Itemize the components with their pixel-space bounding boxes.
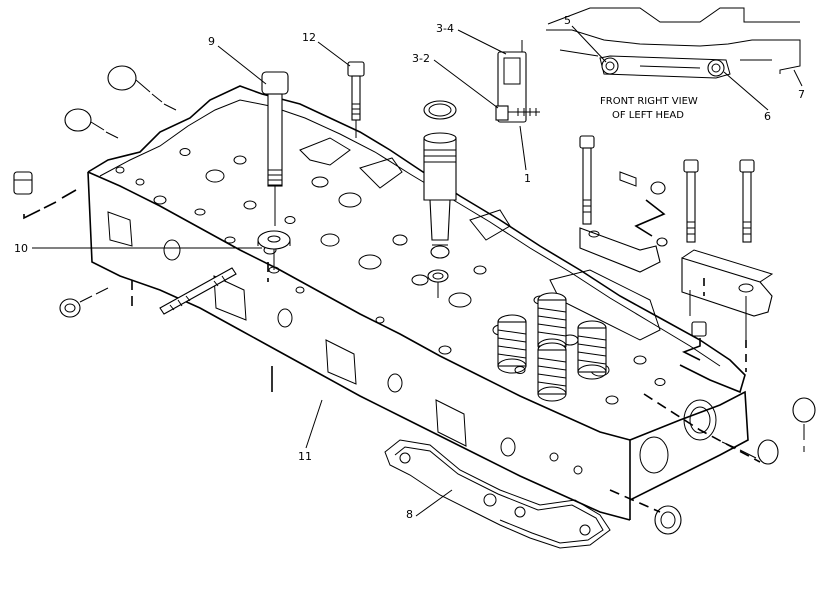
callout-7: 7	[798, 88, 805, 101]
callout-12: 12	[302, 31, 316, 44]
callout-5: 5	[564, 14, 571, 27]
guide-lines	[131, 262, 761, 513]
injector-sleeve-icon	[423, 100, 457, 298]
valve-spring-icon	[497, 292, 607, 402]
bolt-12-icon	[347, 61, 365, 138]
callout-9: 9	[208, 35, 215, 48]
plug-left-lower-icon	[13, 171, 109, 318]
callout-1: 1	[524, 172, 531, 185]
rocker-bracket-icon	[579, 135, 668, 273]
cylinder-head-icon	[87, 85, 749, 521]
plug-icon	[64, 65, 177, 139]
plug-right-icon	[654, 321, 816, 535]
head-gasket-icon	[384, 439, 611, 549]
exhaust-port-icon	[107, 211, 467, 447]
stud-icon	[159, 267, 237, 315]
inset-view	[495, 7, 801, 123]
inset-caption-line2: OF LEFT HEAD	[612, 110, 684, 121]
inset-caption-line1: FRONT RIGHT VIEW	[600, 96, 698, 107]
callout-3-4: 3-4	[436, 22, 454, 35]
callout-6: 6	[764, 110, 771, 123]
washer-icon	[257, 230, 291, 274]
callout-8: 8	[406, 508, 413, 521]
rocker-shaft-bracket-icon	[681, 159, 774, 340]
leader-lines	[32, 25, 803, 517]
callout-10: 10	[14, 242, 28, 255]
head-bolt-icon	[261, 71, 289, 226]
callout-3-2: 3-2	[412, 52, 430, 65]
callout-11: 11	[298, 450, 312, 463]
